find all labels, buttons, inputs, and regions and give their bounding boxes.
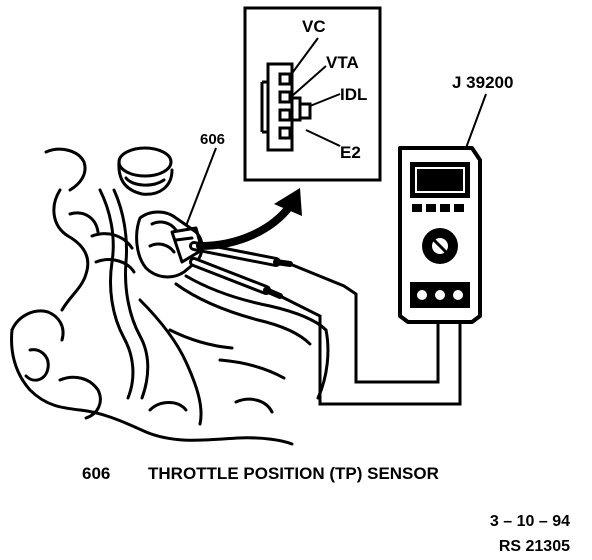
footer-date: 3 – 10 – 94 [490,513,570,530]
component-callout-number: 606 [200,131,225,148]
pin-label-e2: E2 [340,143,361,162]
caption-text: THROTTLE POSITION (TP) SENSOR [148,464,439,483]
connector-inset-box: VC VTA IDL E2 [243,6,382,182]
meter-callout-label: J 39200 [452,73,513,92]
multimeter [398,146,482,324]
pin-label-idl: IDL [340,85,367,104]
connector-body [260,62,312,152]
meter-jacks [410,282,470,308]
footer-reference: RS 21305 [499,538,570,555]
pin-label-vta: VTA [326,53,359,72]
caption-number: 606 [82,464,110,483]
pin-leader-lines [289,37,341,147]
callout-leaders [185,93,487,227]
connector-detail-arrow [196,188,302,250]
pin-label-vc: VC [302,17,326,36]
meter-buttons [412,204,464,212]
